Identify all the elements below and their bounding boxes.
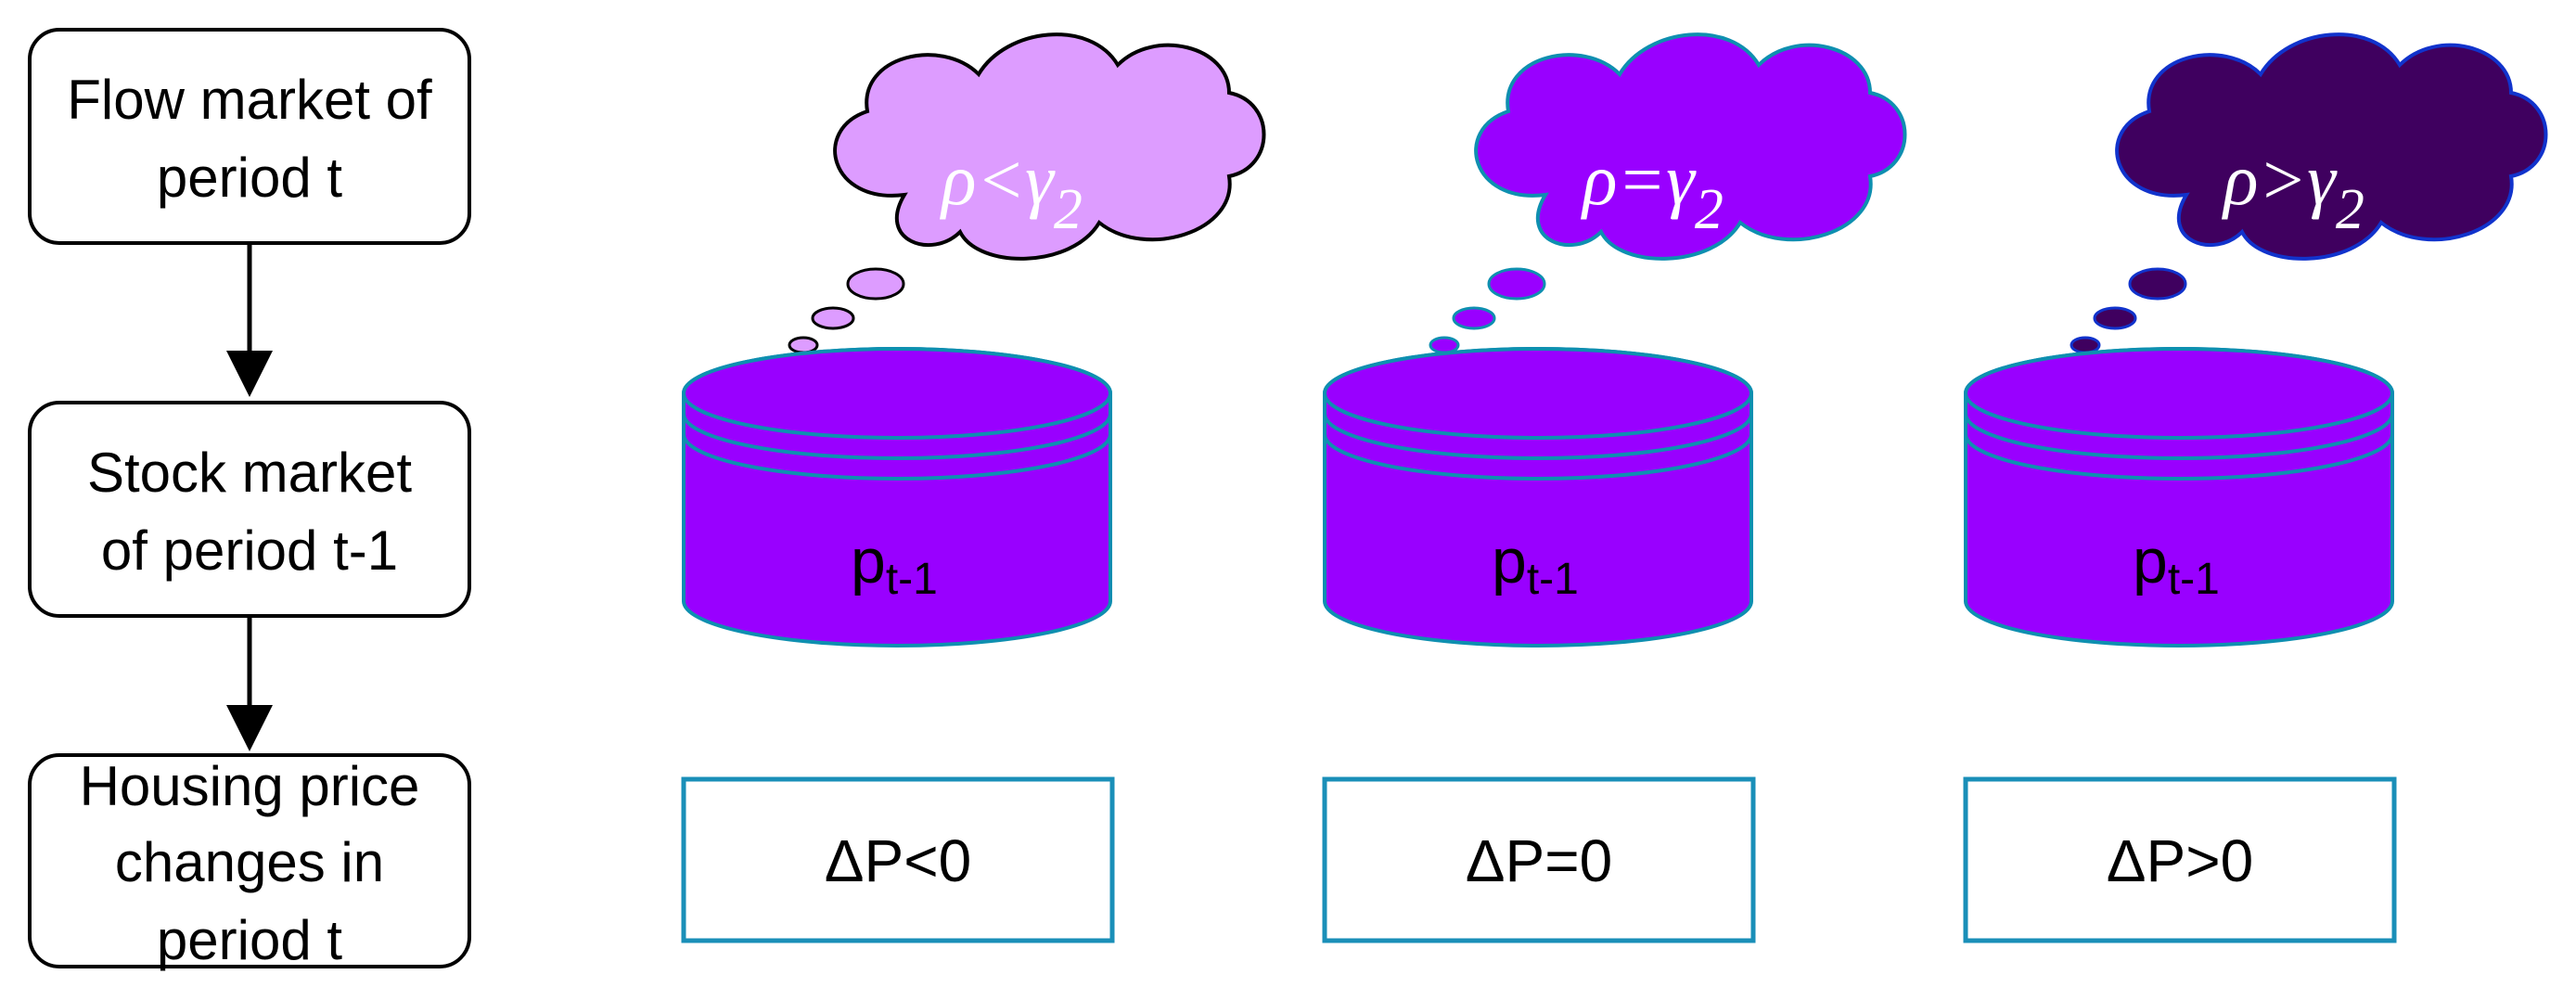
- result-box: [1322, 776, 1756, 943]
- flow-box-housing-price-line2: changes in: [115, 831, 384, 893]
- thought-bubble-medium: [2093, 306, 2137, 330]
- flow-box-flow-market: [28, 28, 471, 245]
- thought-bubble-medium: [1452, 306, 1496, 330]
- thought-bubble-large: [2128, 267, 2187, 301]
- result-box: [681, 776, 1115, 943]
- panel-middle: ρ=γ2 pt-1 ΔP=0: [1322, 32, 1907, 943]
- thought-cloud: ρ=γ2: [1474, 32, 1907, 261]
- panel-right: ρ>γ2 pt-1 ΔP>0: [1963, 32, 2548, 943]
- flow-box-housing-price-line3: period t: [157, 909, 342, 971]
- cylinder-ring-1: [1323, 413, 1753, 460]
- cylinder-label: pt-1: [1492, 526, 1579, 604]
- thought-cloud: ρ<γ2: [833, 32, 1266, 261]
- cloud-shape: [1474, 32, 1907, 261]
- cloud-shape: [833, 32, 1266, 261]
- flow-chart: Flow market of period t Stock market of …: [28, 28, 471, 971]
- cloud-shape: [2115, 32, 2548, 261]
- cylinder-label: pt-1: [2133, 526, 2220, 604]
- cloud-label: ρ=γ2: [1581, 139, 1724, 241]
- thought-bubble-large: [1487, 267, 1546, 301]
- thought-bubble-small: [788, 336, 819, 354]
- flow-box-flow-market-line2: period t: [157, 147, 342, 209]
- cylinder-ring-1: [1964, 413, 2394, 460]
- cylinder-top: [1323, 347, 1753, 440]
- panel-left: ρ<γ2 pt-1 ΔP<0: [681, 32, 1266, 943]
- flow-box-housing-price-line1: Housing price: [80, 755, 420, 817]
- stock-cylinder: pt-1: [1323, 347, 1753, 647]
- cylinder-ring-1: [682, 413, 1112, 460]
- thought-bubble-large: [846, 267, 905, 301]
- result-box: [1963, 776, 2397, 943]
- cylinder-top: [682, 347, 1112, 440]
- stock-cylinder: pt-1: [682, 347, 1112, 647]
- cylinder-ring-2: [682, 433, 1112, 481]
- cloud-label: ρ>γ2: [2222, 139, 2365, 241]
- cylinder-ring-2: [1323, 433, 1753, 481]
- thought-bubble-small: [2070, 336, 2101, 354]
- cloud-label: ρ<γ2: [940, 139, 1083, 241]
- cylinder-ring-2: [1964, 433, 2394, 481]
- flow-box-housing-price: [28, 753, 471, 968]
- result-label: ΔP>0: [2107, 827, 2253, 894]
- flow-box-stock-market-line1: Stock market: [87, 442, 412, 504]
- result-label: ΔP=0: [1466, 827, 1612, 894]
- cylinder-top: [1964, 347, 2394, 440]
- cylinder-label: pt-1: [851, 526, 938, 604]
- flow-box-stock-market: [28, 401, 471, 618]
- result-label: ΔP<0: [825, 827, 971, 894]
- flow-box-flow-market-line1: Flow market of: [67, 69, 432, 131]
- thought-bubble-small: [1429, 336, 1460, 354]
- stock-cylinder: pt-1: [1964, 347, 2394, 647]
- thought-bubble-medium: [811, 306, 855, 330]
- flow-box-stock-market-line2: of period t-1: [101, 519, 398, 582]
- thought-cloud: ρ>γ2: [2115, 32, 2548, 261]
